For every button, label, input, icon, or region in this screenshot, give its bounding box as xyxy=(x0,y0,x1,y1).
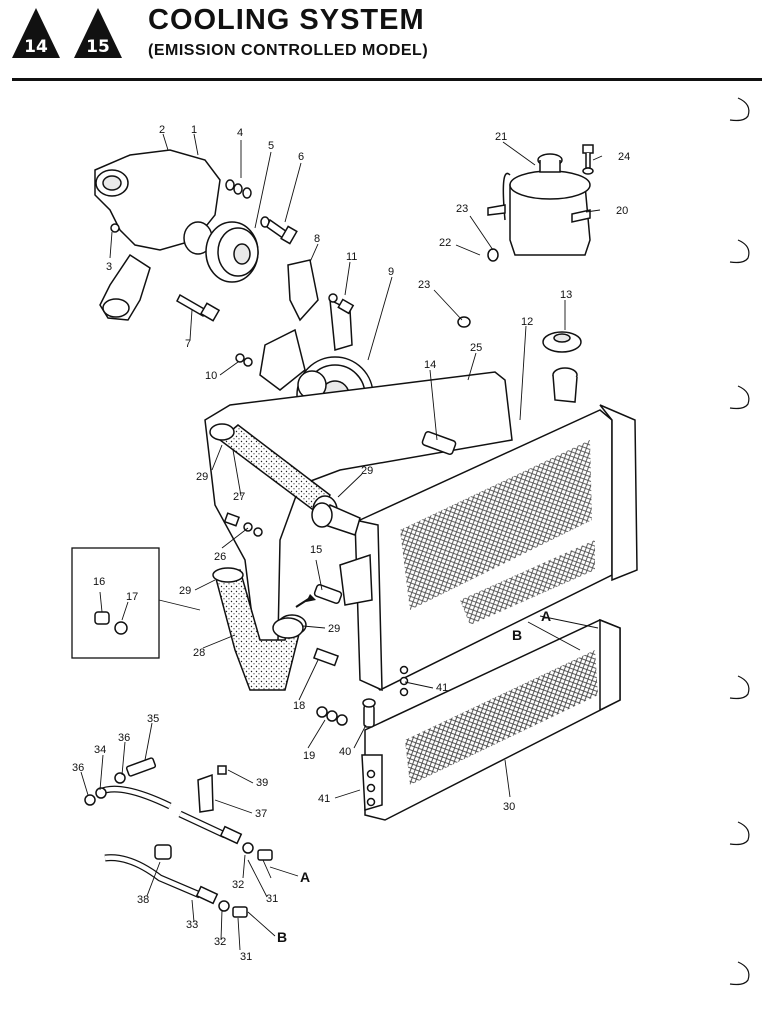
callout-11: 11 xyxy=(346,251,357,263)
callout-32-a: 32 xyxy=(232,879,244,891)
callout-8: 8 xyxy=(314,233,320,245)
bolts-and-washers-4-6 xyxy=(225,179,298,245)
callout-40: 40 xyxy=(339,746,351,758)
binder-hole-marks xyxy=(729,97,750,986)
callout-38: 38 xyxy=(137,894,149,906)
callout-14: 14 xyxy=(424,359,436,371)
callout-36-a: 36 xyxy=(118,732,130,744)
callout-19: 19 xyxy=(303,750,315,762)
callout-20: 20 xyxy=(616,205,628,217)
callout-9: 9 xyxy=(388,266,394,278)
page-subtitle: (EMISSION CONTROLLED MODEL) xyxy=(148,42,429,59)
callout-21: 21 xyxy=(495,131,507,143)
bolts-10-11 xyxy=(235,293,355,367)
callout-letter-b-upper: B xyxy=(512,627,522,643)
exploded-parts-diagram: 1 2 3 4 5 6 7 8 9 10 11 12 13 14 15 16 1… xyxy=(0,84,768,1024)
callout-31-b: 31 xyxy=(240,951,252,963)
callout-22: 22 xyxy=(439,237,451,249)
mounting-parts-18-19 xyxy=(312,647,348,726)
callout-39: 39 xyxy=(256,777,268,789)
callout-41-a: 41 xyxy=(436,682,448,694)
callout-33: 33 xyxy=(186,919,198,931)
fan-shroud xyxy=(204,371,513,691)
callout-35: 35 xyxy=(147,713,159,725)
callout-41-b: 41 xyxy=(318,793,330,805)
radiator xyxy=(339,367,638,692)
leader-lines xyxy=(80,133,603,951)
page-badge-14: 14 xyxy=(10,6,62,60)
badge-number: 15 xyxy=(86,37,110,57)
page-badge-15: 15 xyxy=(72,6,124,60)
callout-37: 37 xyxy=(255,808,267,820)
callout-6: 6 xyxy=(298,151,304,163)
callout-23-upper: 23 xyxy=(456,203,468,215)
callout-29-b: 29 xyxy=(361,465,373,477)
diagram-canvas: 1 2 3 4 5 6 7 8 9 10 11 12 13 14 15 16 1… xyxy=(71,97,750,986)
callout-28: 28 xyxy=(193,647,205,659)
temperature-switch xyxy=(295,584,343,608)
callout-25: 25 xyxy=(470,342,482,354)
callout-16: 16 xyxy=(93,576,105,588)
callout-17: 17 xyxy=(126,591,138,603)
callout-24: 24 xyxy=(618,151,630,163)
callout-10: 10 xyxy=(205,370,217,382)
page-header: 14 15 COOLING SYSTEM (EMISSION CONTROLLE… xyxy=(0,0,768,84)
callout-30: 30 xyxy=(503,801,515,813)
callout-34: 34 xyxy=(94,744,106,756)
bolts-26 xyxy=(223,512,263,537)
page-title: COOLING SYSTEM xyxy=(148,4,425,36)
bolt-24 xyxy=(582,144,594,175)
callout-letter-a-lower: A xyxy=(300,869,310,885)
callout-23-lower: 23 xyxy=(418,279,430,291)
callout-2: 2 xyxy=(159,124,165,136)
callout-26: 26 xyxy=(214,551,226,563)
triangle-icon xyxy=(12,8,60,58)
water-pump xyxy=(94,149,221,321)
badge-number: 14 xyxy=(24,37,48,57)
expansion-tank xyxy=(487,153,591,256)
drain-plug xyxy=(421,431,457,455)
fan-pulley xyxy=(205,221,259,283)
callout-29-d: 29 xyxy=(328,623,340,635)
bolt-7 xyxy=(176,293,221,322)
detail-inset xyxy=(71,547,201,659)
callout-15: 15 xyxy=(310,544,322,556)
oil-cooler-lines xyxy=(84,757,273,918)
callout-29-c: 29 xyxy=(179,585,191,597)
callout-18: 18 xyxy=(293,700,305,712)
overflow-hose xyxy=(457,248,501,328)
rubber-mount-40 xyxy=(362,698,376,728)
callout-letter-a-upper: A xyxy=(541,608,551,624)
callout-7: 7 xyxy=(185,338,191,350)
oil-cooler xyxy=(361,618,621,821)
callout-31-a: 31 xyxy=(266,893,278,905)
header-rule xyxy=(12,78,762,81)
callout-29-a: 29 xyxy=(196,471,208,483)
hose-clamps xyxy=(272,502,333,639)
callout-5: 5 xyxy=(268,140,274,152)
callout-36-b: 36 xyxy=(72,762,84,774)
triangle-icon xyxy=(74,8,122,58)
callout-letter-b-lower: B xyxy=(277,929,287,945)
callout-1: 1 xyxy=(191,124,197,136)
callout-4: 4 xyxy=(237,127,243,139)
callout-3: 3 xyxy=(106,261,112,273)
radiator-cap xyxy=(542,331,582,353)
callout-27: 27 xyxy=(233,491,245,503)
callout-32-b: 32 xyxy=(214,936,226,948)
callout-12: 12 xyxy=(521,316,533,328)
callout-labels: 1 2 3 4 5 6 7 8 9 10 11 12 13 14 15 16 1… xyxy=(72,124,630,963)
callout-13: 13 xyxy=(560,289,572,301)
